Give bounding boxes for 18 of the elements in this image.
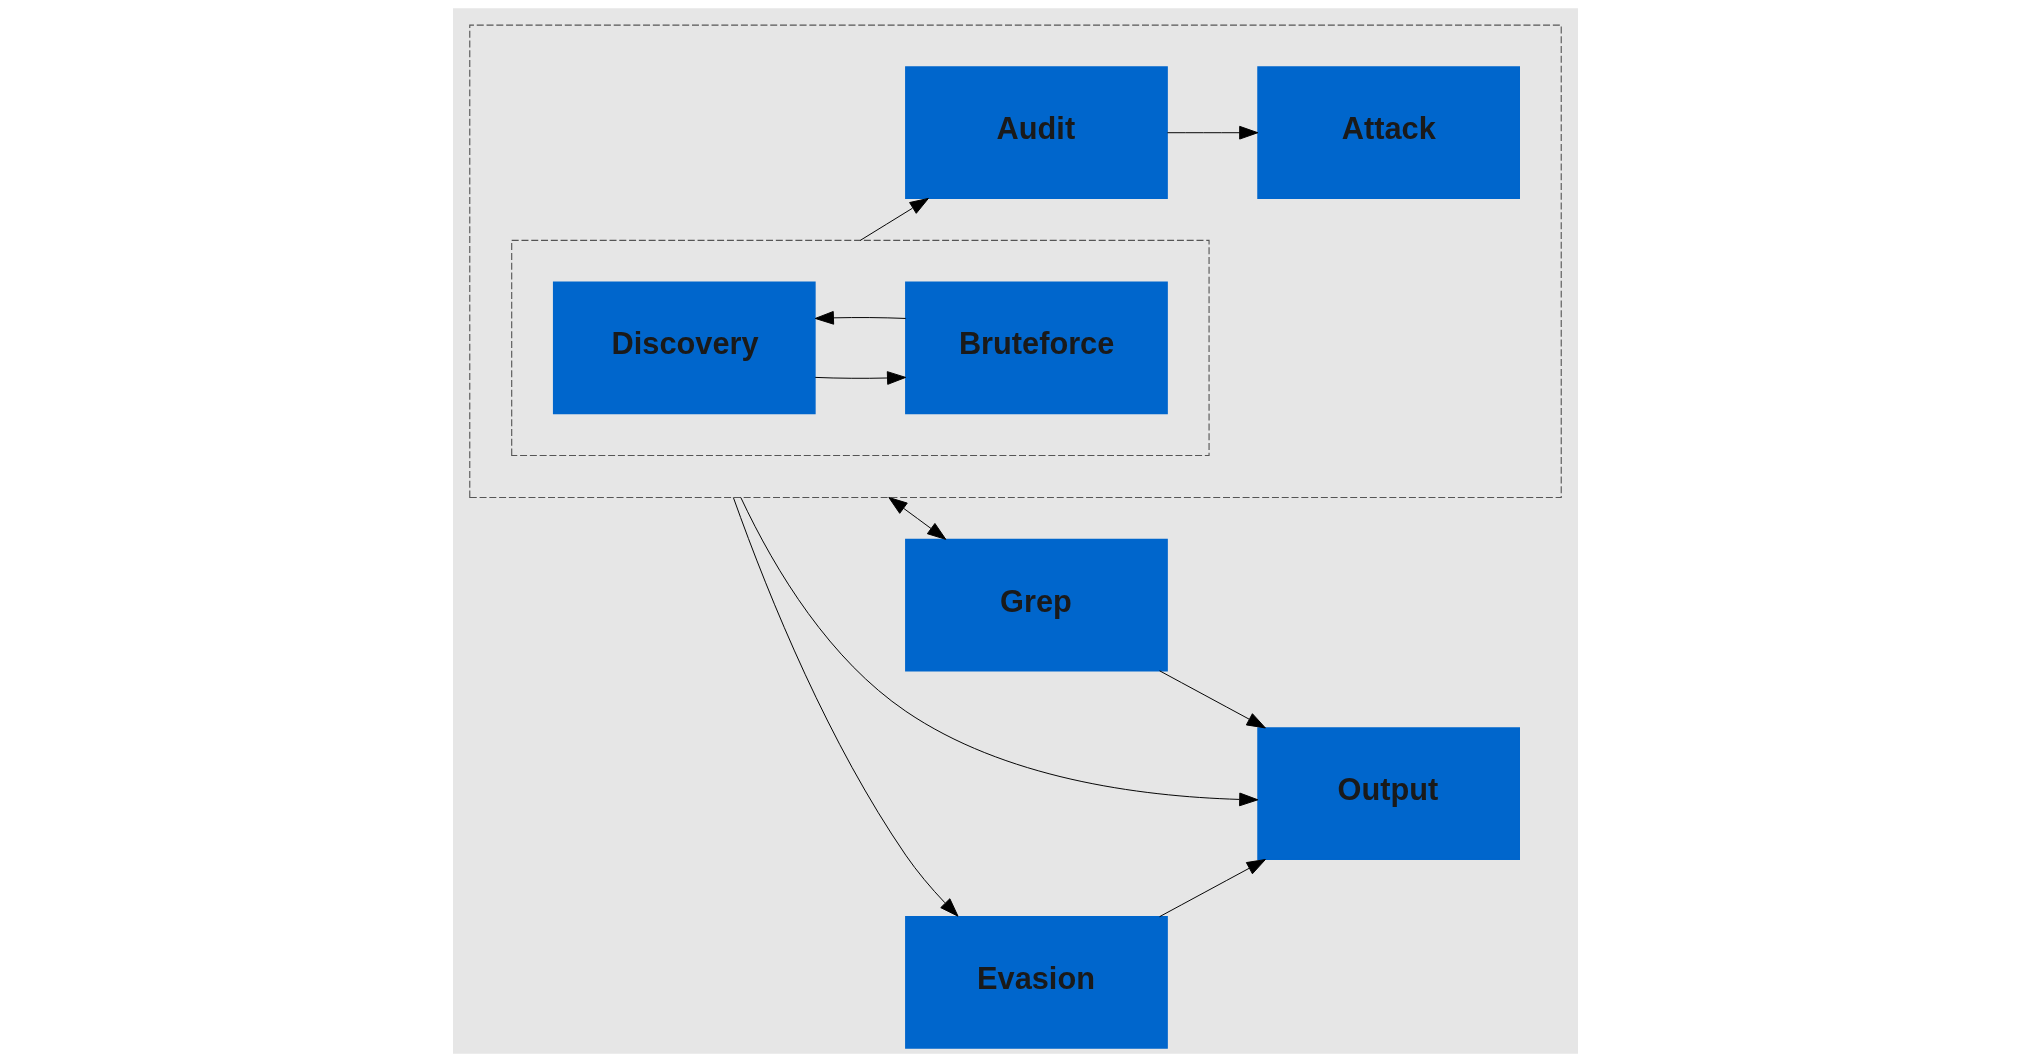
arrow (814, 371, 907, 385)
node-box: Grep (905, 538, 1168, 672)
node-box: Discovery (552, 281, 816, 415)
arrow (740, 496, 1259, 807)
arrow (859, 197, 929, 241)
arrow (814, 311, 907, 325)
arrow (1159, 859, 1266, 918)
node-box: Output (1257, 727, 1520, 861)
node-box: Evasion (905, 916, 1168, 1049)
cluster (469, 24, 1562, 498)
node-box: Bruteforce (905, 281, 1168, 415)
arrow (1159, 670, 1266, 729)
arrow (732, 496, 959, 917)
cluster (511, 239, 1210, 457)
node-box: Audit (905, 66, 1168, 200)
arrow (1167, 125, 1259, 140)
arrow (888, 496, 947, 540)
node-box: Attack (1257, 66, 1520, 200)
